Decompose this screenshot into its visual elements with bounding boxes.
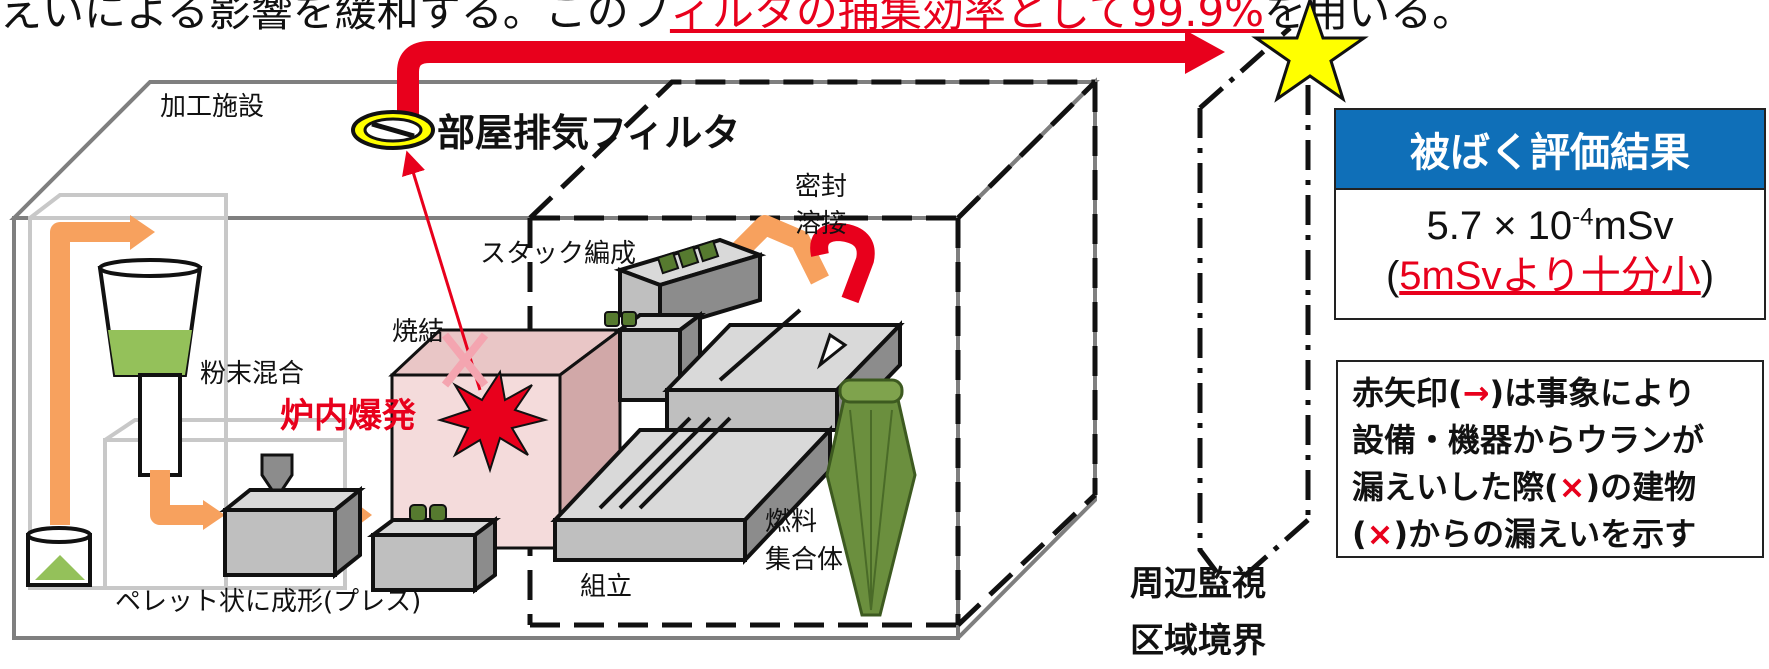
assembly-building xyxy=(527,79,1098,628)
furnace-explosion-label: 炉内爆発 xyxy=(280,396,417,436)
stack-label: スタック編成 xyxy=(480,239,636,269)
exposure-result-box: 被ばく評価結果 5.7 × 10-4mSv (5mSvより十分小) xyxy=(1334,108,1766,320)
sealing-label-2: 溶接 xyxy=(795,209,847,239)
boundary-label-1: 周辺監視 xyxy=(1130,564,1266,604)
legend-red-arrow-icon: → xyxy=(1462,374,1490,412)
result-note-open: ( xyxy=(1385,254,1400,298)
legend-line-1a: 赤矢印( xyxy=(1352,374,1463,412)
legend-line-3b: )の建物 xyxy=(1585,468,1697,506)
result-note: (5mSvより十分小) xyxy=(1336,250,1764,302)
explosion-icon xyxy=(436,369,549,474)
assembly-block xyxy=(550,416,835,566)
legend-line-3: 漏えいした際(×)の建物 xyxy=(1352,464,1756,511)
site-boundary-top xyxy=(1198,26,1292,110)
assembly-label: 組立 xyxy=(580,572,632,602)
powder-mixing-label: 粉末混合 xyxy=(200,359,304,389)
top-caption: えいによる影響を緩和する。このフィルタの捕集効率として99.9%を用いる。 xyxy=(0,0,1769,39)
legend-x-mark-2: × xyxy=(1366,515,1394,553)
legend-line-4: (×)からの漏えいを示す xyxy=(1352,511,1756,558)
fuel-label-2: 集合体 xyxy=(765,545,843,575)
legend-line-1: 赤矢印(→)は事象により xyxy=(1352,370,1756,417)
top-caption-highlight: ィルタの捕集効率として99.9% xyxy=(669,0,1265,36)
legend-line-1b: )は事象により xyxy=(1489,374,1696,412)
sealing-label-1: 密封 xyxy=(795,172,847,202)
result-note-close: ) xyxy=(1700,254,1715,298)
result-value-exp: -4 xyxy=(1572,203,1594,231)
powder-container xyxy=(26,526,92,587)
site-boundary-diag xyxy=(1238,518,1310,582)
welding-magnet-icon xyxy=(810,222,875,304)
site-boundary xyxy=(1197,108,1232,592)
result-note-text: 5mSvより十分小 xyxy=(1399,254,1701,298)
filter-label: 部屋排気フィルタ xyxy=(437,111,740,155)
leak-x-mark xyxy=(441,332,489,388)
mixing-hopper xyxy=(97,258,203,477)
press-machine xyxy=(219,453,366,580)
facility-label: 加工施設 xyxy=(160,92,264,122)
pellet-tray xyxy=(367,504,501,594)
boundary-label-2: 区域境界 xyxy=(1130,621,1266,661)
result-value-unit: mSv xyxy=(1593,204,1674,248)
result-title: 被ばく評価結果 xyxy=(1336,110,1764,190)
release-arrow xyxy=(397,41,1190,125)
fuel-label-1: 燃料 xyxy=(765,507,817,537)
pellet-press-label: ペレット状に成形(プレス) xyxy=(115,587,421,617)
release-arrowhead xyxy=(1185,30,1225,74)
legend-line-4a: ( xyxy=(1352,515,1367,553)
evaluation-point-star-icon xyxy=(1251,0,1369,103)
legend-x-mark-1: × xyxy=(1558,468,1586,506)
stack-line xyxy=(613,237,767,333)
legend-line-2: 設備・機器からウランが xyxy=(1352,421,1705,459)
legend-line-4b: )からの漏えいを示す xyxy=(1393,515,1697,553)
result-value-base: 5.7 × 10 xyxy=(1426,204,1573,248)
fuel-assembly xyxy=(825,378,917,617)
filter-icon xyxy=(351,110,435,150)
legend-line-3a: 漏えいした際( xyxy=(1352,468,1559,506)
sintering-label: 焼結 xyxy=(392,317,444,347)
top-caption-before: えいによる影響を緩和する。このフ xyxy=(0,0,670,36)
legend-box: 赤矢印(→)は事象により 設備・機器からウランが 漏えいした際(×)の建物 (×… xyxy=(1336,360,1764,558)
result-value: 5.7 × 10-4mSv xyxy=(1336,202,1764,250)
